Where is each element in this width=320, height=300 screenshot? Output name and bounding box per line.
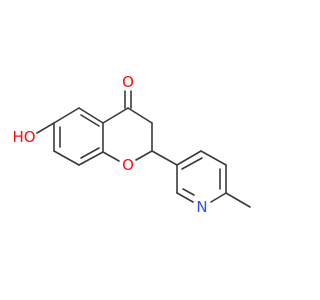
bond-py4-py5 [200, 150, 227, 166]
atom-hydroxyl-oxygen: HO [12, 128, 35, 146]
atom-labels: HO O O N [12, 73, 207, 216]
bond-b4-b5-inner [80, 147, 100, 159]
bond-py6-n [210, 192, 227, 203]
bond-c6-oh [36, 122, 55, 134]
bond-py3-py4-inner [181, 157, 203, 170]
bond-c2-py3 [151, 150, 178, 166]
bond-b2-b3 [78, 107, 104, 124]
bond-b5-b6 [53, 150, 80, 166]
bond-c4-c3 [127, 107, 153, 124]
molecule-diagram: HO O O N [12, 73, 251, 216]
bond-b1-b2 [53, 107, 80, 124]
bond-o1-c8a [102, 151, 120, 162]
atom-pyridine-nitrogen: N [196, 198, 207, 216]
bond-c2-o1 [135, 150, 153, 161]
bond-py6-methyl [225, 192, 251, 208]
bond-n-py2-inner [182, 188, 195, 196]
structure-canvas: HO O O N [12, 73, 251, 216]
bond-b4-b5 [78, 151, 104, 166]
atom-carbonyl-oxygen: O [122, 73, 134, 91]
bond-c4a-c4 [102, 107, 129, 124]
atom-ring-oxygen: O [122, 156, 134, 174]
bond-n-py2 [176, 192, 194, 203]
bonds [36, 90, 251, 208]
bond-py3-py4 [176, 150, 202, 166]
bond-b2-b3-inner [80, 114, 100, 127]
